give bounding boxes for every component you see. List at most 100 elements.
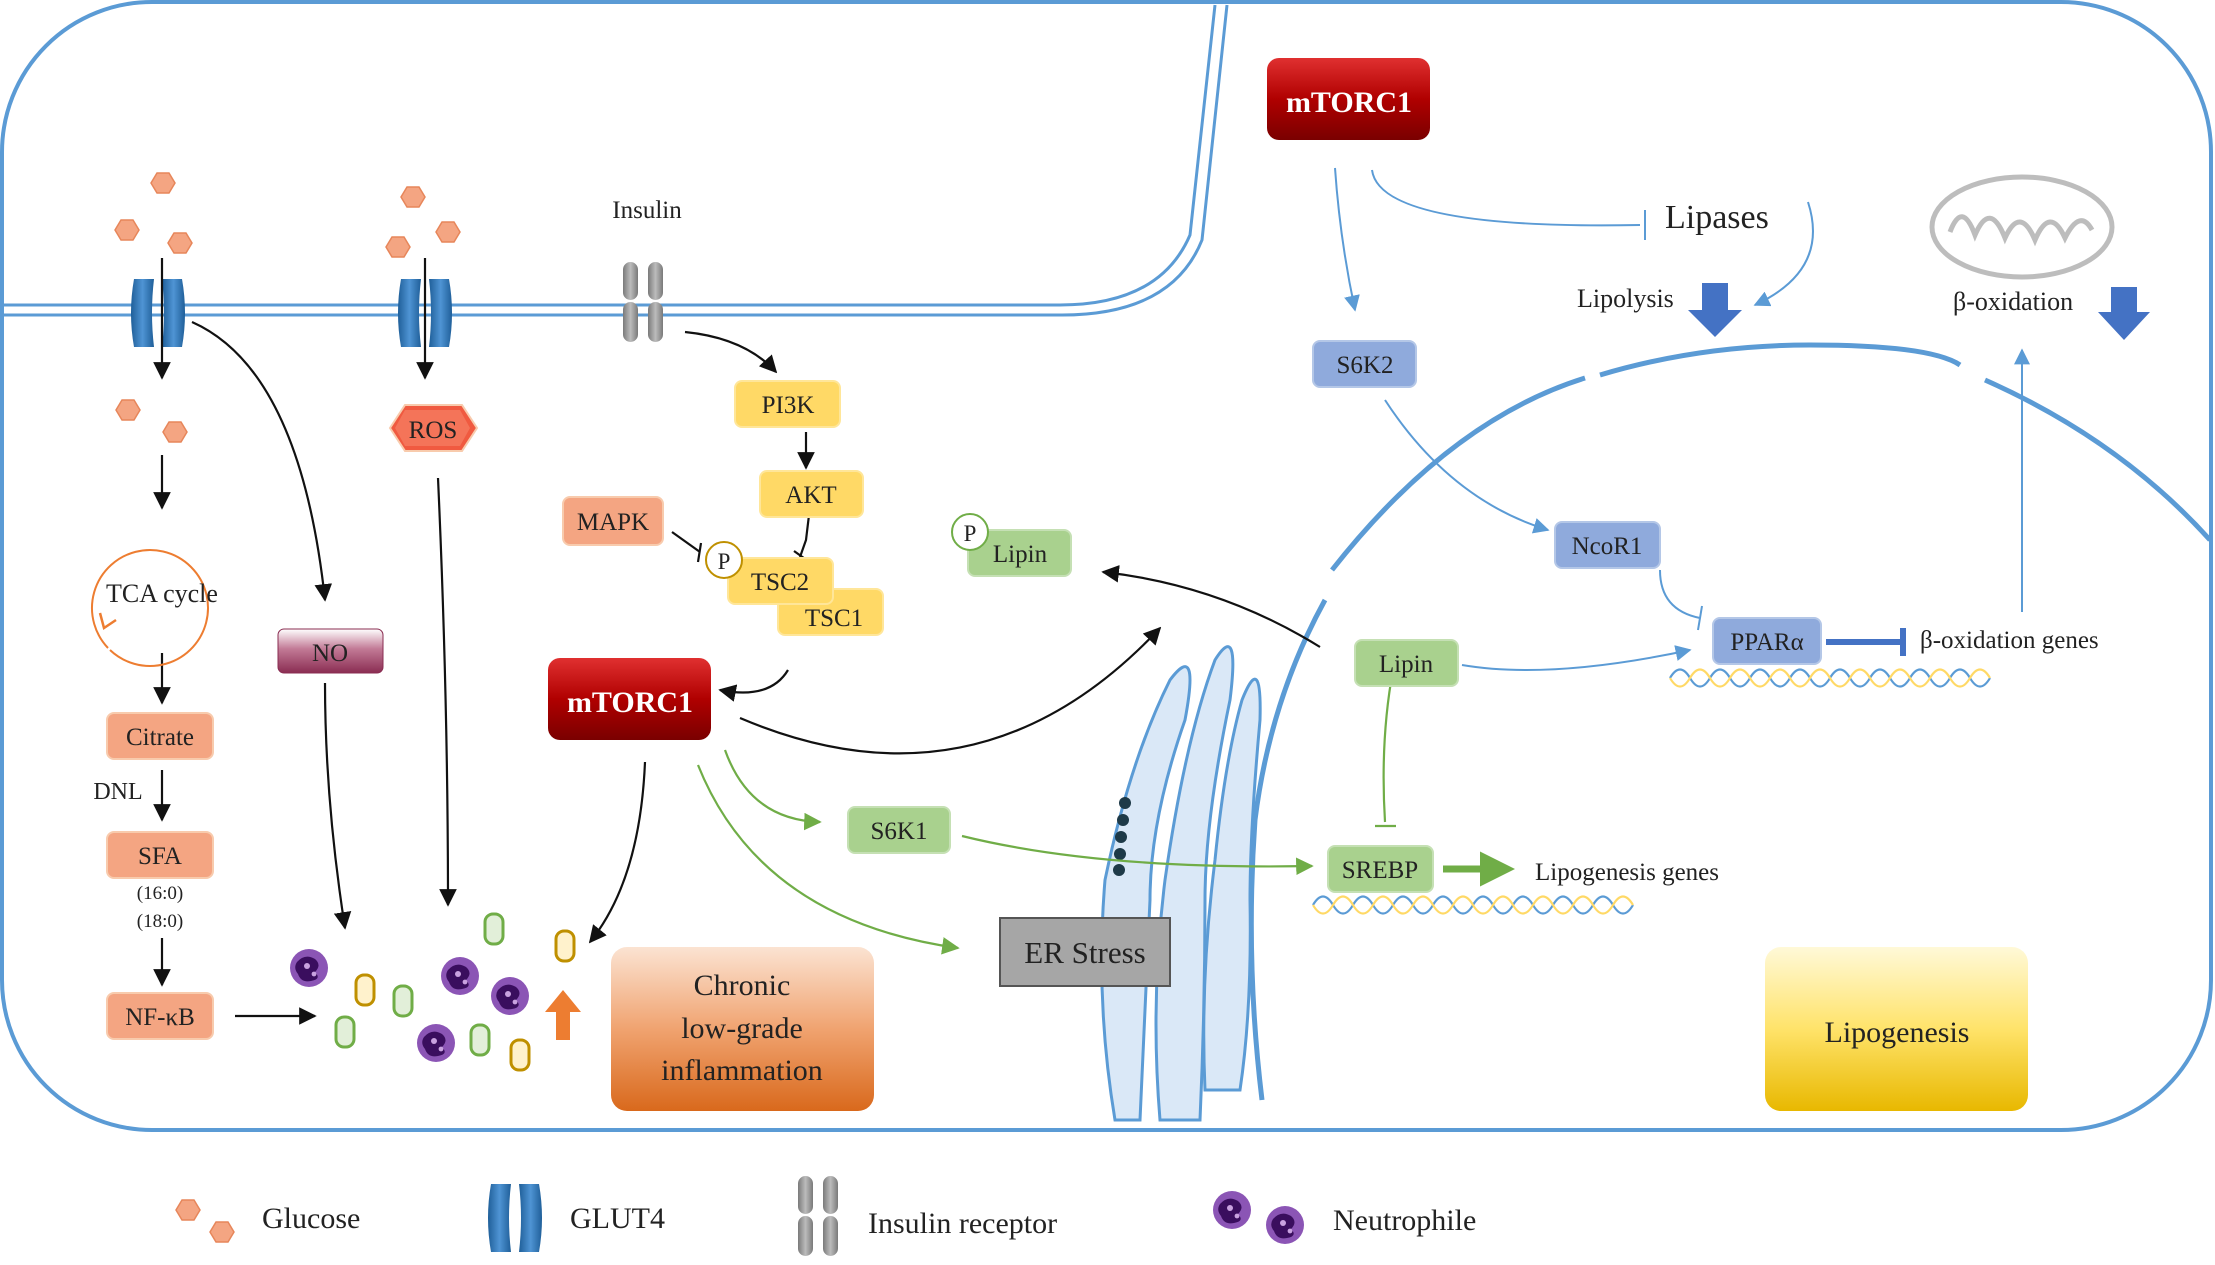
svg-text:Lipin: Lipin xyxy=(993,541,1048,568)
insulin-receptor-icon xyxy=(623,262,663,342)
svg-text:S6K2: S6K2 xyxy=(1337,352,1394,379)
cytokine-icon xyxy=(483,912,505,946)
lipin-cytosolic-box: Lipin xyxy=(967,529,1072,577)
cytokine-icon xyxy=(392,984,414,1018)
svg-text:ER Stress: ER Stress xyxy=(1024,935,1145,970)
pi3k-box: PI3K xyxy=(734,380,841,428)
svg-text:ROS: ROS xyxy=(409,417,458,444)
lipogenesis-genes-label: Lipogenesis genes xyxy=(1535,859,1719,886)
insulin-label: Insulin xyxy=(612,197,682,224)
s6k2-box: S6K2 xyxy=(1312,340,1417,388)
ppara-box: PPARα xyxy=(1712,617,1822,665)
endoplasmic-reticulum xyxy=(1100,645,1262,1122)
cytokine-icon xyxy=(334,1015,356,1049)
akt-box: AKT xyxy=(759,470,864,518)
glucose-icon xyxy=(150,172,176,194)
mtorc1-central-box: mTORC1 xyxy=(548,658,711,740)
svg-text:inflammation: inflammation xyxy=(661,1054,823,1087)
legend-neutrophil-icon xyxy=(1213,1191,1251,1229)
glucose-icon xyxy=(114,219,140,241)
no-box: NO xyxy=(277,628,384,674)
glucose-icon xyxy=(385,236,411,258)
dna-lipogenesis xyxy=(1312,895,1634,915)
sfa-160-label: (16:0) xyxy=(137,883,183,904)
glut4-transporter-icon xyxy=(131,279,185,347)
mitochondrion-icon xyxy=(1929,174,2115,280)
neutrophil-icon xyxy=(441,957,479,995)
svg-text:NcoR1: NcoR1 xyxy=(1572,533,1643,560)
svg-text:MAPK: MAPK xyxy=(577,509,649,536)
chronic-inflammation-box: Chronic low-grade inflammation xyxy=(611,947,874,1111)
dna-ppara xyxy=(1669,668,1991,688)
svg-text:TSC1: TSC1 xyxy=(805,605,863,632)
increase-arrow-icon xyxy=(545,990,581,1040)
beta-oxidation-label: β-oxidation xyxy=(1953,287,2073,316)
legend-glucose-icon xyxy=(209,1221,235,1243)
glucose-icon xyxy=(167,232,193,254)
mtorc1-top-box: mTORC1 xyxy=(1267,58,1430,140)
svg-text:S6K1: S6K1 xyxy=(871,818,928,845)
svg-text:mTORC1: mTORC1 xyxy=(1286,86,1412,119)
cytokine-icon xyxy=(509,1038,531,1072)
plasma-membrane-outer xyxy=(2,4,1217,307)
legend-glut4-icon xyxy=(488,1184,542,1252)
legend-glut4-label: GLUT4 xyxy=(570,1202,665,1235)
svg-text:Lipin: Lipin xyxy=(1379,651,1434,678)
ros-hexagon: ROS xyxy=(388,404,479,452)
svg-text:Chronic: Chronic xyxy=(694,969,791,1002)
cytokine-icon xyxy=(354,973,376,1007)
nfkb-box: NF-κB xyxy=(106,992,214,1040)
cytokine-icon xyxy=(554,929,576,963)
legend-insulin-receptor-label: Insulin receptor xyxy=(868,1207,1057,1240)
legend: Glucose GLUT4 Insulin receptor Neutrophi… xyxy=(175,1176,1476,1256)
nucleus-envelope-right xyxy=(1983,377,2212,542)
svg-text:PI3K: PI3K xyxy=(762,392,815,419)
tsc2-box: TSC2 xyxy=(727,557,834,605)
legend-neutrophile-label: Neutrophile xyxy=(1333,1204,1476,1237)
lipolysis-decrease-arrow-icon xyxy=(1688,283,1742,337)
ncor1-box: NcoR1 xyxy=(1554,521,1661,569)
glucose-icon xyxy=(115,399,141,421)
svg-text:P: P xyxy=(718,549,731,574)
svg-text:SREBP: SREBP xyxy=(1342,857,1418,884)
citrate-box: Citrate xyxy=(106,712,214,760)
glucose-icon xyxy=(435,221,461,243)
lipases-label: Lipases xyxy=(1665,199,1769,236)
nucleus-envelope-left xyxy=(1330,375,1586,572)
svg-text:mTORC1: mTORC1 xyxy=(567,686,693,719)
svg-text:Citrate: Citrate xyxy=(126,724,194,751)
svg-text:P: P xyxy=(964,521,977,546)
beta-oxidation-genes-label: β-oxidation genes xyxy=(1920,627,2099,654)
dnl-label: DNL xyxy=(93,779,142,805)
svg-text:low-grade: low-grade xyxy=(681,1012,803,1045)
legend-glucose-icon xyxy=(175,1199,201,1221)
svg-text:TSC2: TSC2 xyxy=(751,569,809,596)
s6k1-box: S6K1 xyxy=(847,806,951,854)
er-stress-box: ER Stress xyxy=(999,917,1171,987)
tca-cycle-ring xyxy=(91,549,209,667)
cell-outline xyxy=(0,0,2213,1132)
phospho-tsc2-badge: P xyxy=(705,541,743,579)
svg-text:NF-κB: NF-κB xyxy=(125,1004,195,1031)
legend-neutrophil-icon xyxy=(1266,1206,1304,1244)
svg-text:Lipogenesis: Lipogenesis xyxy=(1825,1016,1970,1049)
tca-cycle-label: TCA cycle xyxy=(106,579,218,608)
legend-insulin-receptor-icon xyxy=(798,1176,838,1256)
svg-text:PPARα: PPARα xyxy=(1730,629,1803,656)
mapk-box: MAPK xyxy=(562,496,664,546)
neutrophil-icon xyxy=(417,1024,455,1062)
srebp-box: SREBP xyxy=(1327,845,1434,893)
svg-text:SFA: SFA xyxy=(138,843,182,870)
sfa-box: SFA xyxy=(106,831,214,879)
lipolysis-label: Lipolysis xyxy=(1577,284,1674,313)
glucose-icon xyxy=(400,186,426,208)
ribosomes xyxy=(1113,797,1131,876)
sfa-180-label: (18:0) xyxy=(137,911,183,932)
nucleus-envelope-top xyxy=(1599,342,1962,378)
glucose-icon xyxy=(162,421,188,443)
beta-oxidation-decrease-arrow-icon xyxy=(2098,287,2150,340)
cytokine-icon xyxy=(469,1023,491,1057)
svg-text:AKT: AKT xyxy=(785,482,836,509)
lipogenesis-box: Lipogenesis xyxy=(1765,947,2028,1111)
